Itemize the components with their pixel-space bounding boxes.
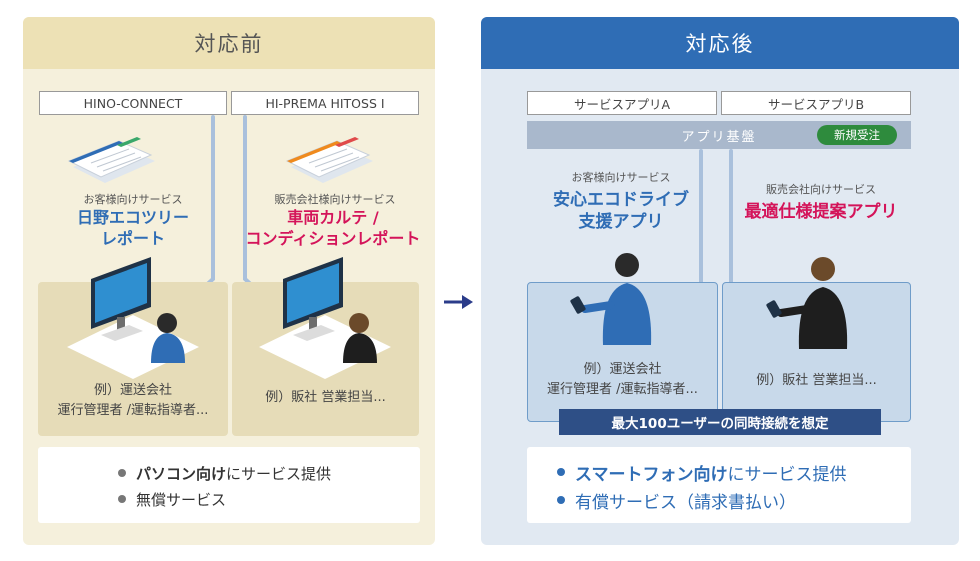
after-customer-users: 例）運送会社 運行管理者 /運転指導者... [547,362,698,397]
bullet-dot-icon [557,496,565,504]
karte-document-icon [285,137,373,183]
capacity-banner: 最大100ユーザーの同時接続を想定 [559,409,881,435]
after-panel: 対応後 サービスアプリA サービスアプリB アプリ基盤 新規受注 お客様向けサー… [481,17,959,545]
after-customer-subtitle: お客様向けサービス [571,171,671,184]
report-document-icon [67,137,155,183]
app-label-a: サービスアプリA [527,91,717,115]
after-dealer-app-name: 最適仕様提案アプリ [744,202,898,222]
pc-user-dealer-icon [259,257,391,379]
phone-user-dealer-icon [766,257,848,349]
after-bullet-1: スマートフォン向けにサービス提供 [557,458,911,486]
transition-arrow-icon [444,295,473,309]
bullet-dot-icon [557,468,565,476]
before-bullet-2: 無償サービス [118,486,420,512]
after-dealer-users: 例）販社 営業担当... [756,373,877,388]
service-label-hino-connect: HINO-CONNECT [39,91,227,115]
after-dealer-subtitle: 販売会社向けサービス [766,183,876,196]
new-order-badge: 新規受注 [817,125,897,145]
after-bullet-2: 有償サービス（請求書払い） [557,486,911,514]
bullet-dot-icon [118,495,126,503]
phone-user-customer-icon [570,253,652,345]
before-dealer-users: 例）販社 営業担当... [265,390,386,405]
service-label-hi-prema: HI-PREMA HITOSS I [231,91,419,115]
before-dealer-subtitle: 販売会社様向けサービス [274,193,396,206]
bullet-dot-icon [118,469,126,477]
before-dealer-service-name: 車両カルテ / コンディションレポート [245,208,421,248]
before-bullet-1: パソコン向けにサービス提供 [118,460,420,486]
before-customer-users: 例）運送会社 運行管理者 /運転指導者... [57,383,209,418]
after-customer-app-name: 安心エコドライブ 支援アプリ [553,190,689,233]
before-customer-subtitle: お客様向けサービス [83,193,183,206]
pc-user-customer-icon [67,257,199,379]
after-title: 対応後 [481,17,959,69]
after-summary-box: スマートフォン向けにサービス提供 有償サービス（請求書払い） [527,447,911,523]
app-label-b: サービスアプリB [721,91,911,115]
before-customer-service-name: 日野エコツリー レポート [76,208,189,248]
before-title: 対応前 [23,17,435,69]
before-panel: 対応前 HINO-CONNECT HI-PREMA HITOSS I お客様向け… [23,17,435,545]
before-summary-box: パソコン向けにサービス提供 無償サービス [38,447,420,523]
